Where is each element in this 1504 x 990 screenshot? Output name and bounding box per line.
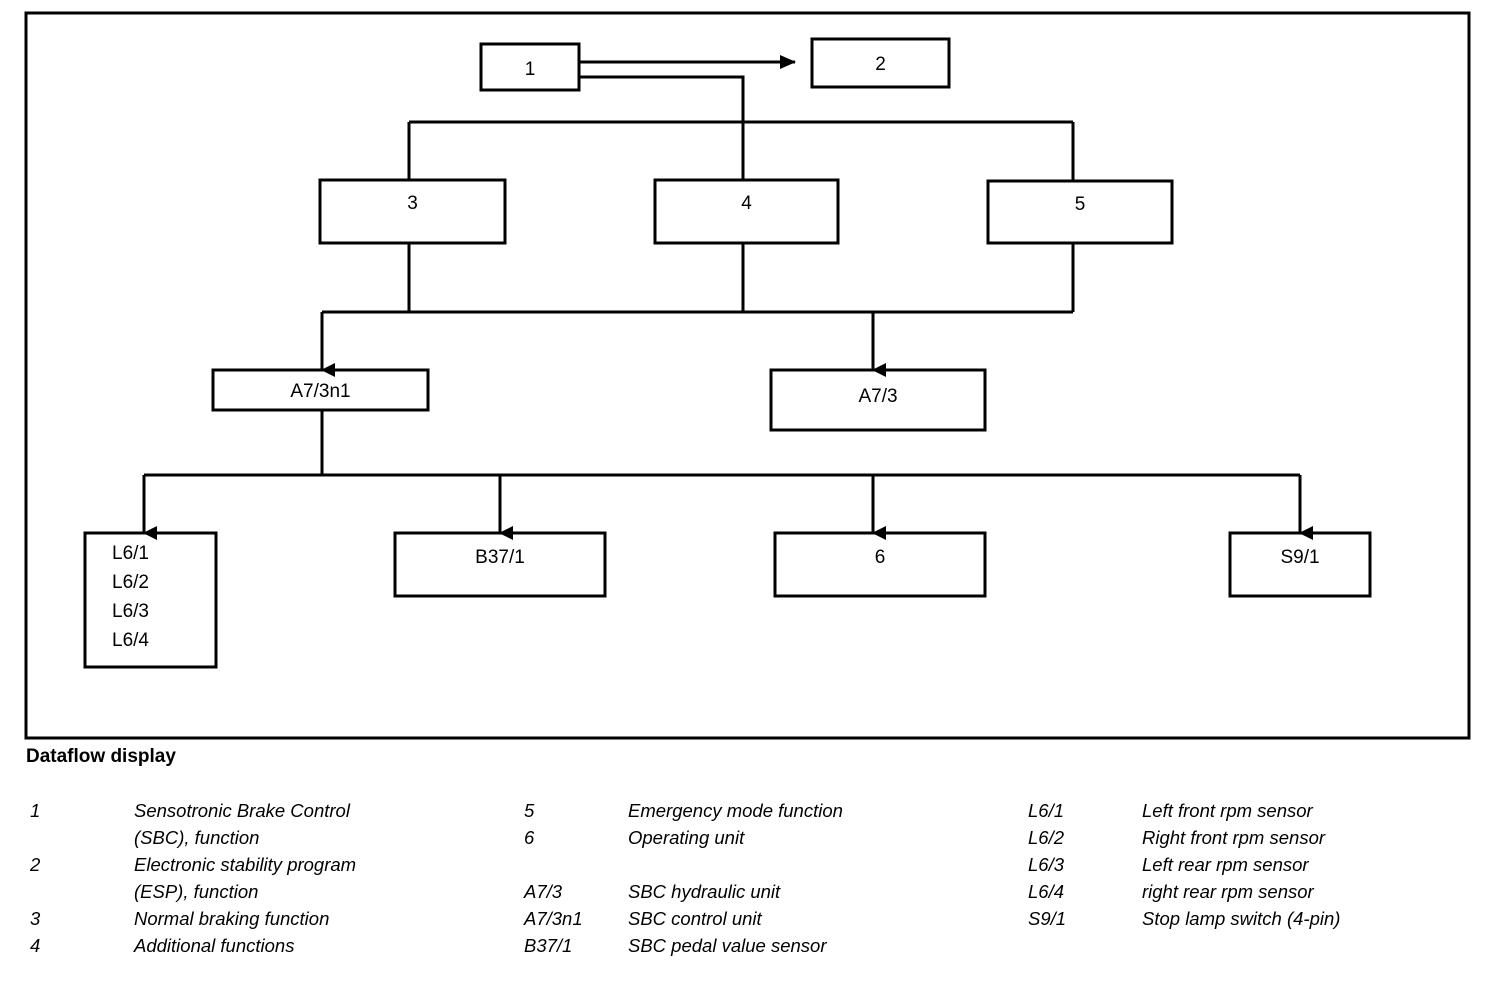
legend-value: Emergency mode function <box>628 800 843 821</box>
legend-row: S9/1 Stop lamp switch (4-pin) <box>1028 908 1340 935</box>
legend-key: 4 <box>30 935 41 956</box>
legend-row <box>524 854 843 881</box>
box1-to-bus-top <box>579 75 745 181</box>
box-s9-1-outline <box>1228 531 1372 598</box>
legend-value: right rear rpm sensor <box>1142 881 1314 902</box>
legend-value: Left rear rpm sensor <box>1142 854 1309 875</box>
legend-row: 5 Emergency mode function <box>524 800 843 827</box>
box-3-outline <box>318 178 507 245</box>
legend-value: Right front rpm sensor <box>1142 827 1326 848</box>
legend-value: Sensotronic Brake Control <box>134 800 350 821</box>
legend-value: Operating unit <box>628 827 745 848</box>
legend-column-left: 1 Sensotronic Brake Control (SBC), functio… <box>30 800 356 962</box>
box-1-outline <box>479 42 581 92</box>
legend-title: Dataflow display <box>26 746 176 767</box>
legend-row: 6 Operating unit <box>524 827 843 854</box>
legend-key: A7/3 <box>524 881 563 902</box>
box-5-outline <box>986 179 1174 245</box>
legend-key: 1 <box>30 800 41 821</box>
legend-row: (ESP), function <box>30 881 356 908</box>
legend-key: L6/1 <box>1028 800 1065 821</box>
legend-row: L6/1 Left front rpm sensor <box>1028 800 1340 827</box>
box-2-outline <box>810 37 951 89</box>
legend-row: A7/3n1 SBC control unit <box>524 908 843 935</box>
box-l6-outline <box>83 531 218 669</box>
box-6-outline <box>773 531 987 598</box>
legend-key: B37/1 <box>524 935 573 956</box>
legend-value: SBC pedal value sensor <box>628 935 827 956</box>
box-b37-1-outline <box>393 531 607 598</box>
legend-row: 1 Sensotronic Brake Control <box>30 800 356 827</box>
legend-key: 5 <box>524 800 535 821</box>
box-a7-3n1-outline <box>211 368 430 412</box>
legend-value: Normal braking function <box>134 908 330 929</box>
legend-value: Electronic stability program <box>134 854 357 875</box>
legend-row: L6/2 Right front rpm sensor <box>1028 827 1340 854</box>
legend-value: SBC control unit <box>628 908 762 929</box>
legend-key: A7/3n1 <box>524 908 583 929</box>
box-4-outline <box>653 178 840 245</box>
legend-row: 3 Normal braking function <box>30 908 356 935</box>
legend-row: 4 Additional functions <box>30 935 356 962</box>
legend-row: 2 Electronic stability program <box>30 854 356 881</box>
legend-value: Left front rpm sensor <box>1142 800 1313 821</box>
legend-value: (ESP), function <box>134 881 259 902</box>
legend-value: Stop lamp switch (4-pin) <box>1142 908 1341 929</box>
legend-key: L6/3 <box>1028 854 1065 875</box>
legend-key: L6/2 <box>1028 827 1065 848</box>
legend-row: L6/4 right rear rpm sensor <box>1028 881 1340 908</box>
legend-row: A7/3 SBC hydraulic unit <box>524 881 843 908</box>
diagram-frame <box>24 11 1471 740</box>
legend-key: S9/1 <box>1028 908 1067 929</box>
diagram-canvas <box>24 11 1471 740</box>
box-a7-3-outline <box>769 368 987 432</box>
legend-key: 6 <box>524 827 535 848</box>
legend-value: Additional functions <box>134 935 295 956</box>
legend-key: 3 <box>30 908 41 929</box>
legend-key: L6/4 <box>1028 881 1065 902</box>
legend-row: B37/1 SBC pedal value sensor <box>524 935 843 962</box>
legend-value: SBC hydraulic unit <box>628 881 781 902</box>
legend-key: 2 <box>30 854 41 875</box>
legend-row: (SBC), function <box>30 827 356 854</box>
legend-value: (SBC), function <box>134 827 260 848</box>
legend-row: L6/3 Left rear rpm sensor <box>1028 854 1340 881</box>
